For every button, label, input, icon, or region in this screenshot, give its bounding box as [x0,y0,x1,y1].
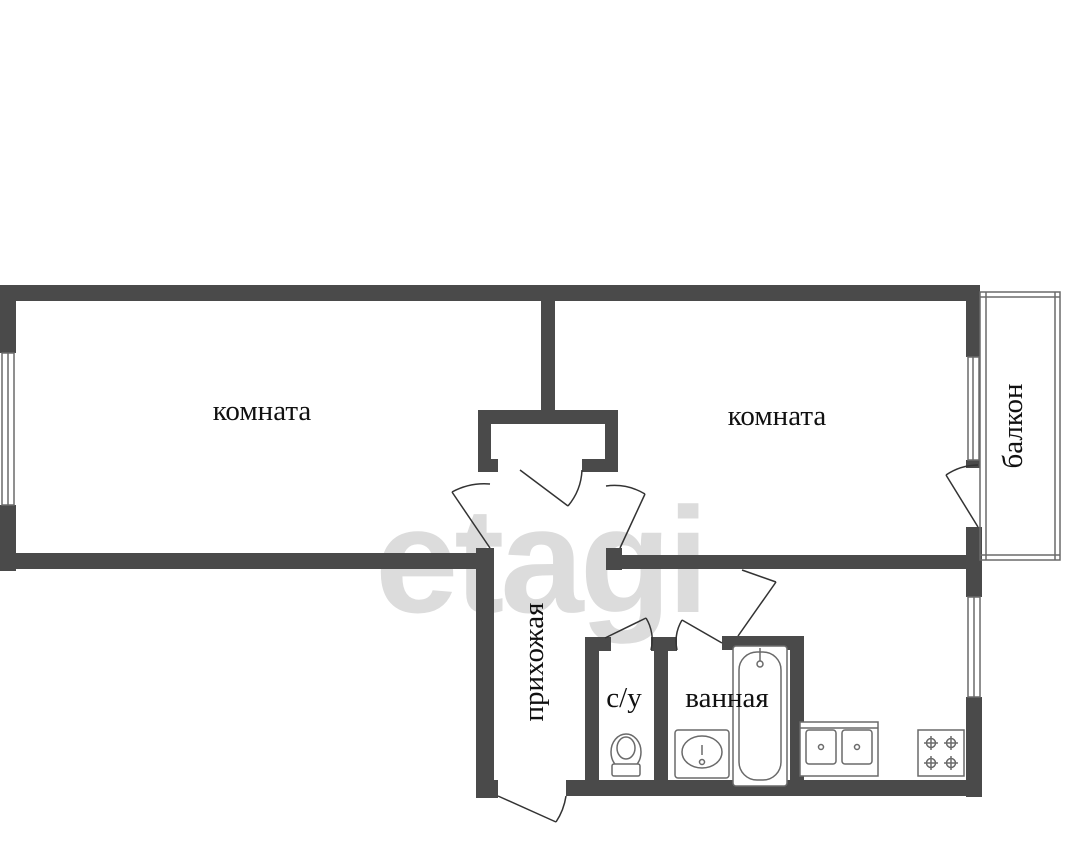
room-label-left: комната [213,395,312,427]
walls [0,285,982,798]
fixtures [610,645,965,787]
sink-icon [674,729,730,779]
bathtub-icon [732,645,788,787]
stove-icon [917,729,965,777]
windows [1,352,981,698]
hallway-label: прихожая [518,603,550,722]
bathroom-label: ванная [685,682,768,714]
room-labels: комната комната балкон прихожая с/у ванн… [213,384,1029,722]
room-label-right: комната [728,400,827,432]
balcony [979,291,1061,561]
balcony-label: балкон [997,384,1029,469]
toilet-icon [610,733,642,777]
kitchen-sink-icon [799,721,879,777]
doors [451,464,979,823]
wc-label: с/у [606,682,642,714]
